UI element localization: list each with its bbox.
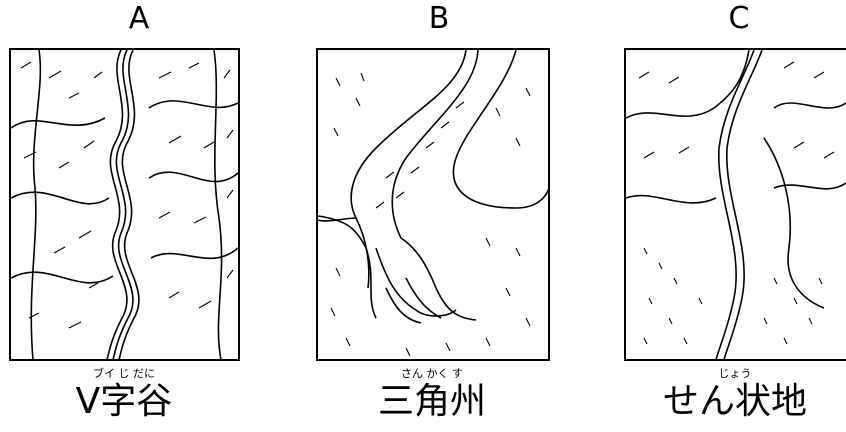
panel-a-letter: A (128, 1, 150, 36)
panel-b-letter: B (428, 1, 450, 36)
panel-c-letter: C (728, 1, 750, 36)
delta-illustration (316, 48, 550, 361)
panel-a-label: V字谷 (75, 381, 173, 422)
panel-c-furigana: じょう (718, 367, 752, 380)
panel-c-label: せん状地 (662, 381, 807, 422)
panel-b-label: 三角州 (377, 381, 486, 422)
alluvial-fan-illustration (624, 48, 846, 361)
panel-b-furigana: さん かく す (401, 367, 463, 380)
panel-a-furigana: ブイ じ だに (93, 367, 155, 380)
v-shaped-valley-illustration (9, 48, 240, 361)
